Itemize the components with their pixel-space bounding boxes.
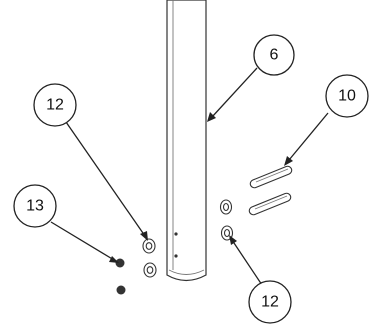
callout-label: 13 xyxy=(26,198,44,215)
washer xyxy=(220,225,234,241)
tube-hole xyxy=(174,232,178,236)
callout-12-upper: 12 xyxy=(33,83,77,127)
pin-part xyxy=(249,165,293,189)
nut xyxy=(116,285,126,295)
callout-10: 10 xyxy=(325,74,369,118)
callout-label: 10 xyxy=(338,88,356,105)
leader-line-10 xyxy=(288,112,329,161)
leader-line-13 xyxy=(50,221,115,261)
callout-13: 13 xyxy=(13,184,57,228)
washer xyxy=(143,262,157,278)
leader-line-12-upper xyxy=(65,121,146,237)
arrowhead xyxy=(140,231,148,241)
leader-line-12-lower xyxy=(231,239,265,289)
arrowhead xyxy=(207,112,216,122)
nut xyxy=(115,258,125,268)
washer xyxy=(142,238,156,254)
arrowhead xyxy=(284,156,293,166)
washer xyxy=(219,199,233,215)
callout-label: 12 xyxy=(261,294,279,311)
callout-6: 6 xyxy=(253,34,295,76)
post-tube xyxy=(166,0,207,282)
callout-12-lower: 12 xyxy=(248,280,292,324)
pin-part xyxy=(248,192,292,216)
callout-label: 12 xyxy=(46,97,64,114)
arrowhead xyxy=(109,256,119,263)
callout-label: 6 xyxy=(270,47,279,64)
tube-hole xyxy=(174,254,178,258)
leader-line-6 xyxy=(211,67,258,118)
arrowhead xyxy=(229,235,237,245)
